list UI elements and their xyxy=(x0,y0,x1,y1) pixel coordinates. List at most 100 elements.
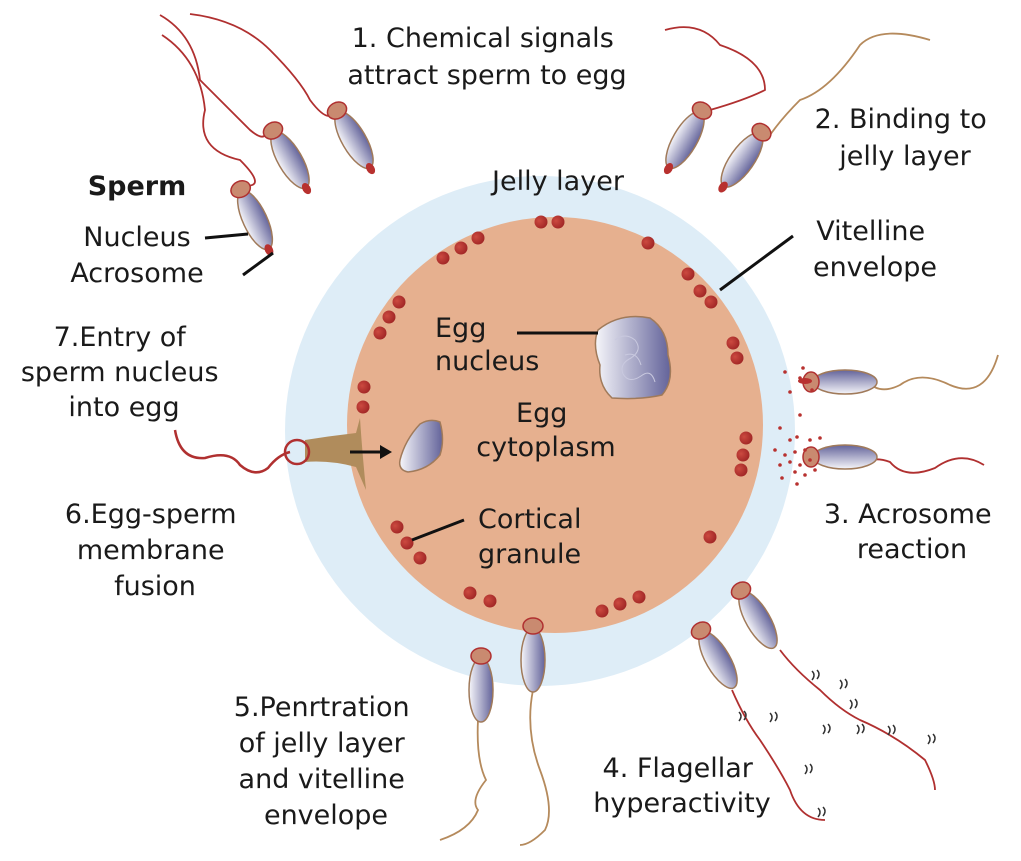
sperm-neck xyxy=(690,621,712,640)
acrosome-particle xyxy=(818,436,822,440)
sperm-tail xyxy=(664,26,766,111)
acrosome-particle xyxy=(783,370,787,374)
step6-label: 6.Egg-sperm membrane fusion xyxy=(65,499,245,602)
cortical-granule xyxy=(483,594,497,608)
vibration-mark xyxy=(769,711,778,723)
vibration-mark xyxy=(817,806,826,818)
sperm xyxy=(468,647,494,723)
cortical-granule xyxy=(730,351,744,365)
acrosome-particle xyxy=(808,458,812,462)
sperm-neck xyxy=(802,446,820,468)
acrosome-particle xyxy=(793,450,797,454)
step6-line3: fusion xyxy=(114,571,196,602)
cortical-granule xyxy=(357,380,371,394)
sperm xyxy=(802,369,878,395)
cortical-granule xyxy=(595,604,609,618)
cortical-granule xyxy=(463,586,477,600)
step5-line4: envelope xyxy=(264,800,388,831)
cortical-granule-line2: granule xyxy=(478,539,581,570)
acrosome-particle xyxy=(798,413,802,417)
step7-label: 7.Entry of sperm nucleus into egg xyxy=(21,322,227,423)
vitelline-line1: Vitelline xyxy=(816,216,925,247)
acrosome xyxy=(663,163,674,175)
cortical-granule xyxy=(356,400,370,414)
cortical-granule xyxy=(681,267,695,281)
sperm-neck xyxy=(470,647,492,665)
cortical-granule xyxy=(454,241,468,255)
acrosome xyxy=(718,181,728,193)
jelly-layer-label: Jelly layer xyxy=(490,166,625,197)
acrosome-particle xyxy=(783,453,787,457)
sperm-tail xyxy=(439,719,488,841)
leader-lines xyxy=(204,232,794,542)
vibration-mark xyxy=(738,710,747,722)
acrosome-particle xyxy=(778,426,782,430)
sperm-tail xyxy=(161,34,256,187)
vibration-mark xyxy=(811,669,820,681)
step2-label: 2. Binding to jelly layer xyxy=(815,104,996,172)
sperm-neck xyxy=(230,180,252,199)
step1-line2: attract sperm to egg xyxy=(347,60,626,91)
egg-nucleus xyxy=(594,315,672,400)
step7-line3: into egg xyxy=(68,392,179,423)
sperm xyxy=(230,180,274,256)
sperm-tail xyxy=(767,32,931,139)
step5-line1: 5.Penrtration xyxy=(234,692,410,723)
cortical-granule xyxy=(726,336,740,350)
sperm xyxy=(326,101,376,175)
sperm-tail xyxy=(159,14,266,138)
sperm-tail xyxy=(867,354,999,391)
acrosome-particle xyxy=(788,438,792,442)
sperm-tail xyxy=(519,689,550,846)
cortical-granule xyxy=(390,520,404,534)
sperm xyxy=(520,617,546,693)
cortical-granule xyxy=(373,326,387,340)
step7-line2: sperm nucleus xyxy=(21,357,219,388)
sperm xyxy=(690,621,738,690)
cortical-granule xyxy=(436,251,450,265)
cortical-granule-line1: Cortical xyxy=(478,504,581,535)
acrosome-particle xyxy=(795,482,799,486)
vitelline-line2: envelope xyxy=(813,252,937,283)
sperm-neck xyxy=(691,101,713,120)
sperm-neck xyxy=(262,121,284,140)
acrosome-particle xyxy=(808,438,812,442)
step6-line1: 6.Egg-sperm xyxy=(65,499,237,530)
sperm xyxy=(663,101,713,175)
acrosome xyxy=(365,163,376,175)
acrosome-particle xyxy=(798,463,802,467)
acrosome-particle xyxy=(795,435,799,439)
vibration-mark xyxy=(887,724,896,736)
acrosome-particle xyxy=(813,468,817,472)
sperm-nucleus-in-egg xyxy=(398,419,444,473)
vitelline-label: Vitelline envelope xyxy=(813,216,937,283)
acrosome-particle xyxy=(810,388,814,392)
step2-line2: jelly layer xyxy=(838,141,971,172)
sperm xyxy=(730,581,778,650)
cortical-granule xyxy=(704,295,718,309)
cortical-granule xyxy=(641,236,655,250)
acrosome-particle xyxy=(780,476,784,480)
egg-nucleus-label: Egg nucleus xyxy=(435,313,539,377)
cortical-granule xyxy=(703,530,717,544)
acrosome-label: Acrosome xyxy=(70,258,203,289)
cortical-granule xyxy=(392,295,406,309)
step4-line1: 4. Flagellar xyxy=(603,753,754,784)
nucleus-label: Nucleus xyxy=(83,222,190,253)
cortical-granule xyxy=(693,284,707,298)
step5-line3: and vitelline xyxy=(239,764,405,795)
step3-line2: reaction xyxy=(857,534,967,565)
sperm xyxy=(718,122,772,193)
step1-line1: 1. Chemical signals xyxy=(352,23,614,54)
sperm-head xyxy=(812,444,878,470)
step5-line2: of jelly layer xyxy=(239,728,406,759)
cortical-granule-label: Cortical granule xyxy=(478,504,590,570)
sperm-tail xyxy=(779,649,936,791)
cortical-granules xyxy=(356,215,753,618)
egg-cytoplasm-line2: cytoplasm xyxy=(476,432,615,463)
sperm xyxy=(802,444,878,470)
sperm-tail xyxy=(189,13,333,117)
acrosome xyxy=(301,183,312,195)
acrosome-particle xyxy=(801,366,805,370)
